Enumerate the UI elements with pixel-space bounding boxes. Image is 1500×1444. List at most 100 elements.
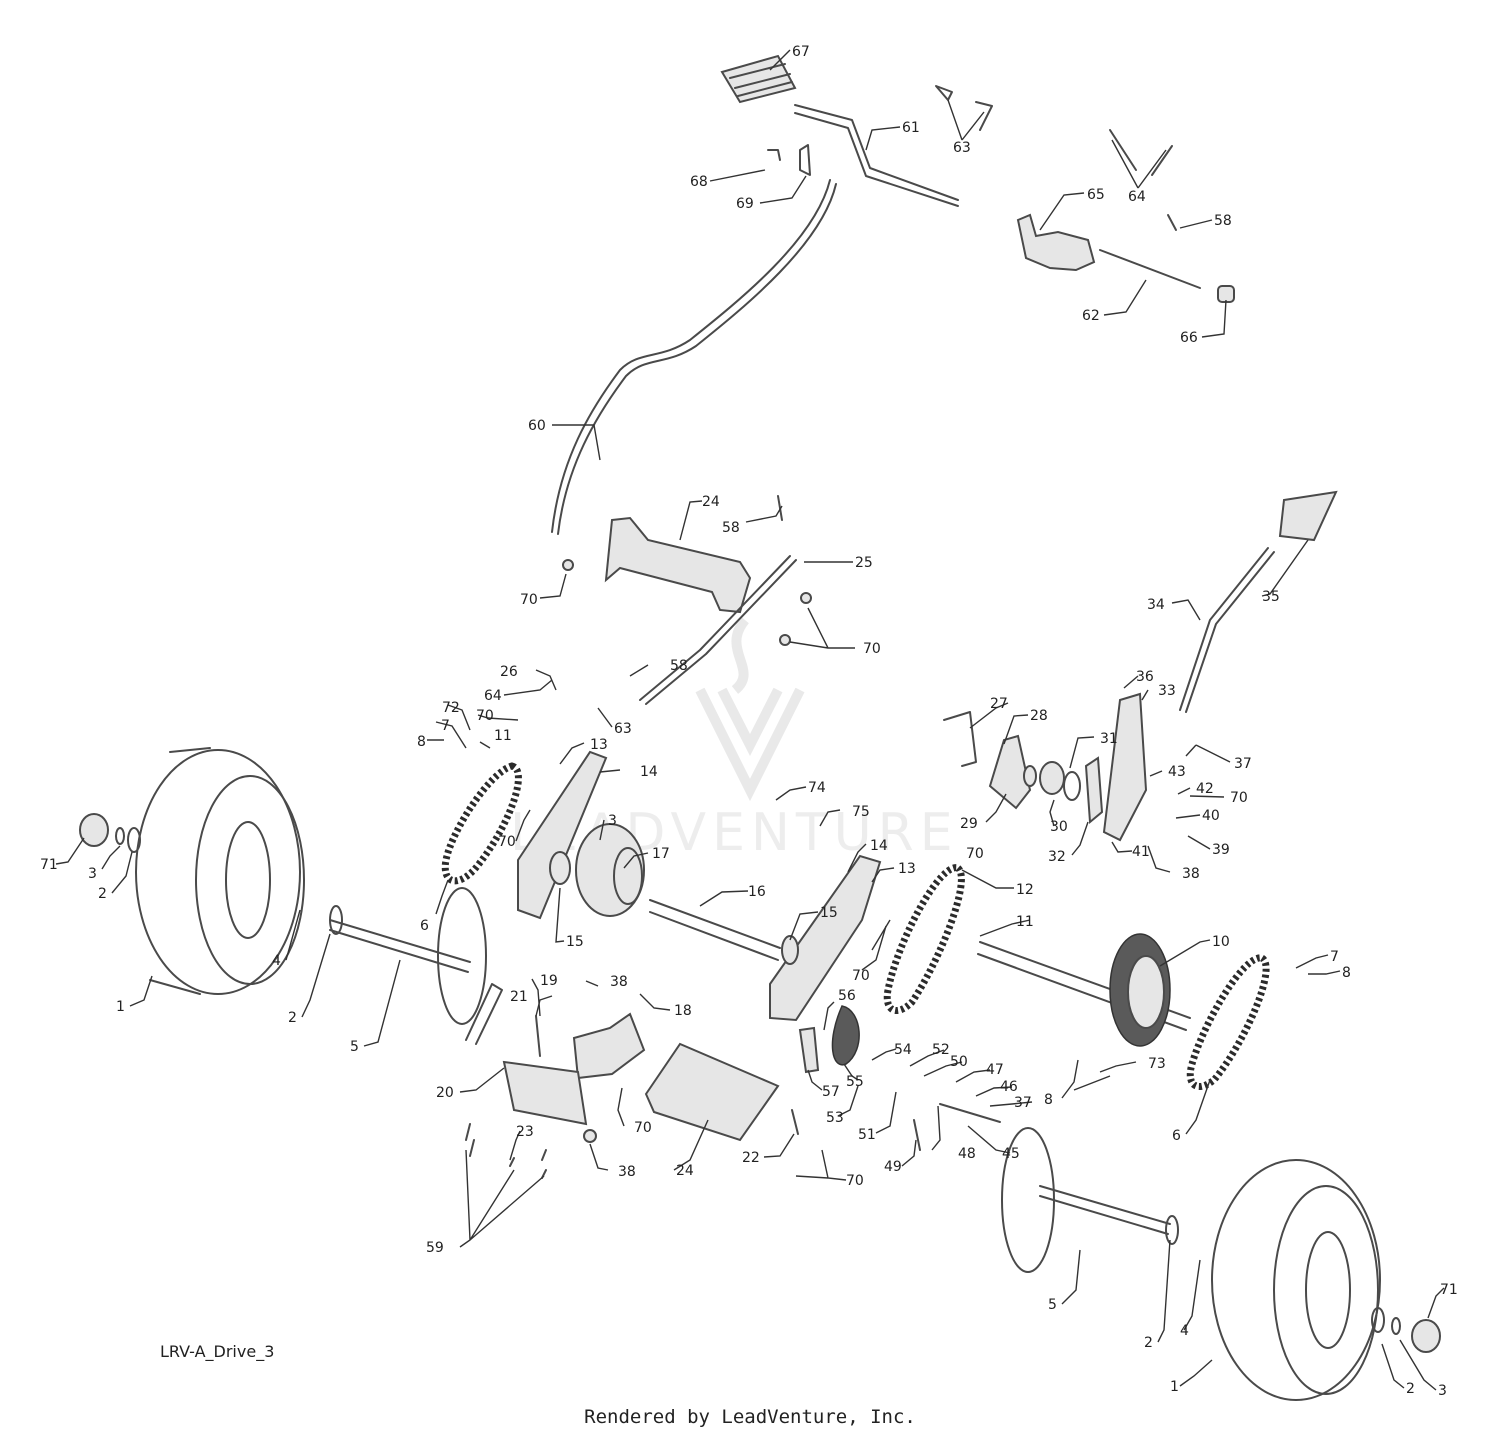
callout: 1	[116, 999, 125, 1015]
callout: 7	[441, 718, 450, 734]
callout: 14	[870, 838, 888, 854]
callout: 16	[748, 884, 766, 900]
callout: 13	[898, 861, 916, 877]
callout: 15	[566, 934, 584, 950]
callout: 69	[736, 196, 754, 212]
callout: 5	[1048, 1297, 1057, 1313]
callout: 30	[1050, 819, 1068, 835]
callout: 52	[932, 1042, 950, 1058]
washer-29	[1023, 765, 1037, 787]
callout: 32	[1048, 849, 1066, 865]
callout: 70	[1230, 790, 1248, 806]
callout: 4	[272, 953, 281, 969]
callout: 64	[484, 688, 502, 704]
spring-22	[791, 1109, 799, 1135]
callout: 3	[1438, 1383, 1447, 1399]
bushing-66	[1217, 285, 1235, 303]
callout: 48	[958, 1146, 976, 1162]
arm-57	[798, 1026, 820, 1074]
retainer-3-right	[1391, 1317, 1401, 1335]
callout: 37	[1234, 756, 1252, 772]
retainer-3-left	[115, 827, 125, 845]
shift-handle-34-b	[1185, 551, 1275, 713]
callout: 58	[670, 658, 688, 674]
shift-rod-25	[639, 555, 791, 701]
callout: 2	[1144, 1335, 1153, 1351]
bracket-65	[1016, 213, 1096, 272]
callout: 6	[1172, 1128, 1181, 1144]
washer-2-right	[1371, 1307, 1385, 1333]
bracket-28	[988, 734, 1032, 810]
callout: 49	[884, 1159, 902, 1175]
bolt-68	[767, 149, 781, 161]
pin-58-top	[1167, 214, 1177, 231]
cam-30	[1039, 761, 1065, 795]
shaft-45	[939, 1103, 1001, 1123]
rod-62	[1099, 249, 1201, 289]
callout: 2	[1406, 1381, 1415, 1397]
callout: 3	[608, 813, 617, 829]
callout: 36	[1136, 669, 1154, 685]
callout-numbers: 67 61 63 68 69 64 58 65 62 66 60 24 58 2…	[40, 44, 1458, 1399]
leader-lines	[55, 49, 1445, 1391]
bracket-18	[572, 1012, 646, 1080]
callout: 24	[676, 1163, 694, 1179]
callout: 8	[1342, 965, 1351, 981]
detent-plate-32	[1084, 756, 1104, 825]
right-side-plate-14	[769, 854, 882, 1022]
drive-cable-60-b	[557, 183, 837, 535]
callout: 75	[852, 804, 870, 820]
render-credit: Rendered by LeadVenture, Inc.	[584, 1406, 916, 1428]
callout: 18	[674, 1003, 692, 1019]
callout: 45	[1002, 1146, 1020, 1162]
axle-5-left	[329, 919, 471, 973]
callout: 47	[986, 1062, 1004, 1078]
hub-cap-71-right	[1411, 1319, 1441, 1353]
callout: 61	[902, 120, 920, 136]
callout: 34	[1147, 597, 1165, 613]
fastener-70-a	[562, 559, 574, 571]
callout: 24	[702, 494, 720, 510]
hub-cap-71-left	[79, 813, 109, 847]
clutch-drum-17	[575, 823, 645, 917]
drive-chain-12	[883, 864, 965, 1014]
pedal-shaft-lower	[794, 112, 959, 207]
idler-56	[831, 1005, 860, 1066]
callout: 5	[350, 1039, 359, 1055]
cross-bracket-24-bottom	[644, 1042, 780, 1142]
disc-left	[437, 887, 487, 1025]
callout: 66	[1180, 330, 1198, 346]
cotter-pin-1	[1109, 129, 1137, 171]
pedal-shaft	[794, 104, 959, 201]
callout: 22	[742, 1150, 760, 1166]
shift-arm-27	[943, 711, 977, 767]
right-wheel	[1211, 1159, 1381, 1401]
callout: 53	[826, 1110, 844, 1126]
callout: 2	[288, 1010, 297, 1026]
callout: 70	[498, 834, 516, 850]
callout: 27	[990, 696, 1008, 712]
bolt-set-59	[465, 1123, 547, 1179]
callout: 58	[722, 520, 740, 536]
callout: 42	[1196, 781, 1214, 797]
shift-rod-25-b	[645, 559, 797, 705]
bracket-69	[799, 144, 811, 176]
callout: 2	[98, 886, 107, 902]
callout: 31	[1100, 731, 1118, 747]
callout: 62	[1082, 308, 1100, 324]
callout: 38	[618, 1164, 636, 1180]
callout: 8	[1044, 1092, 1053, 1108]
drive-chain-6-right	[1186, 954, 1270, 1090]
callout: 70	[966, 846, 984, 862]
left-side-plate-13	[517, 750, 608, 920]
axle-shaft-16	[649, 899, 781, 961]
callout: 20	[436, 1085, 454, 1101]
callout: 72	[442, 700, 460, 716]
callout: 39	[1212, 842, 1230, 858]
callout: 60	[528, 418, 546, 434]
callout: 55	[846, 1074, 864, 1090]
callout: 64	[1128, 189, 1146, 205]
cross-bracket-24-top	[604, 516, 752, 614]
callout: 11	[494, 728, 512, 744]
